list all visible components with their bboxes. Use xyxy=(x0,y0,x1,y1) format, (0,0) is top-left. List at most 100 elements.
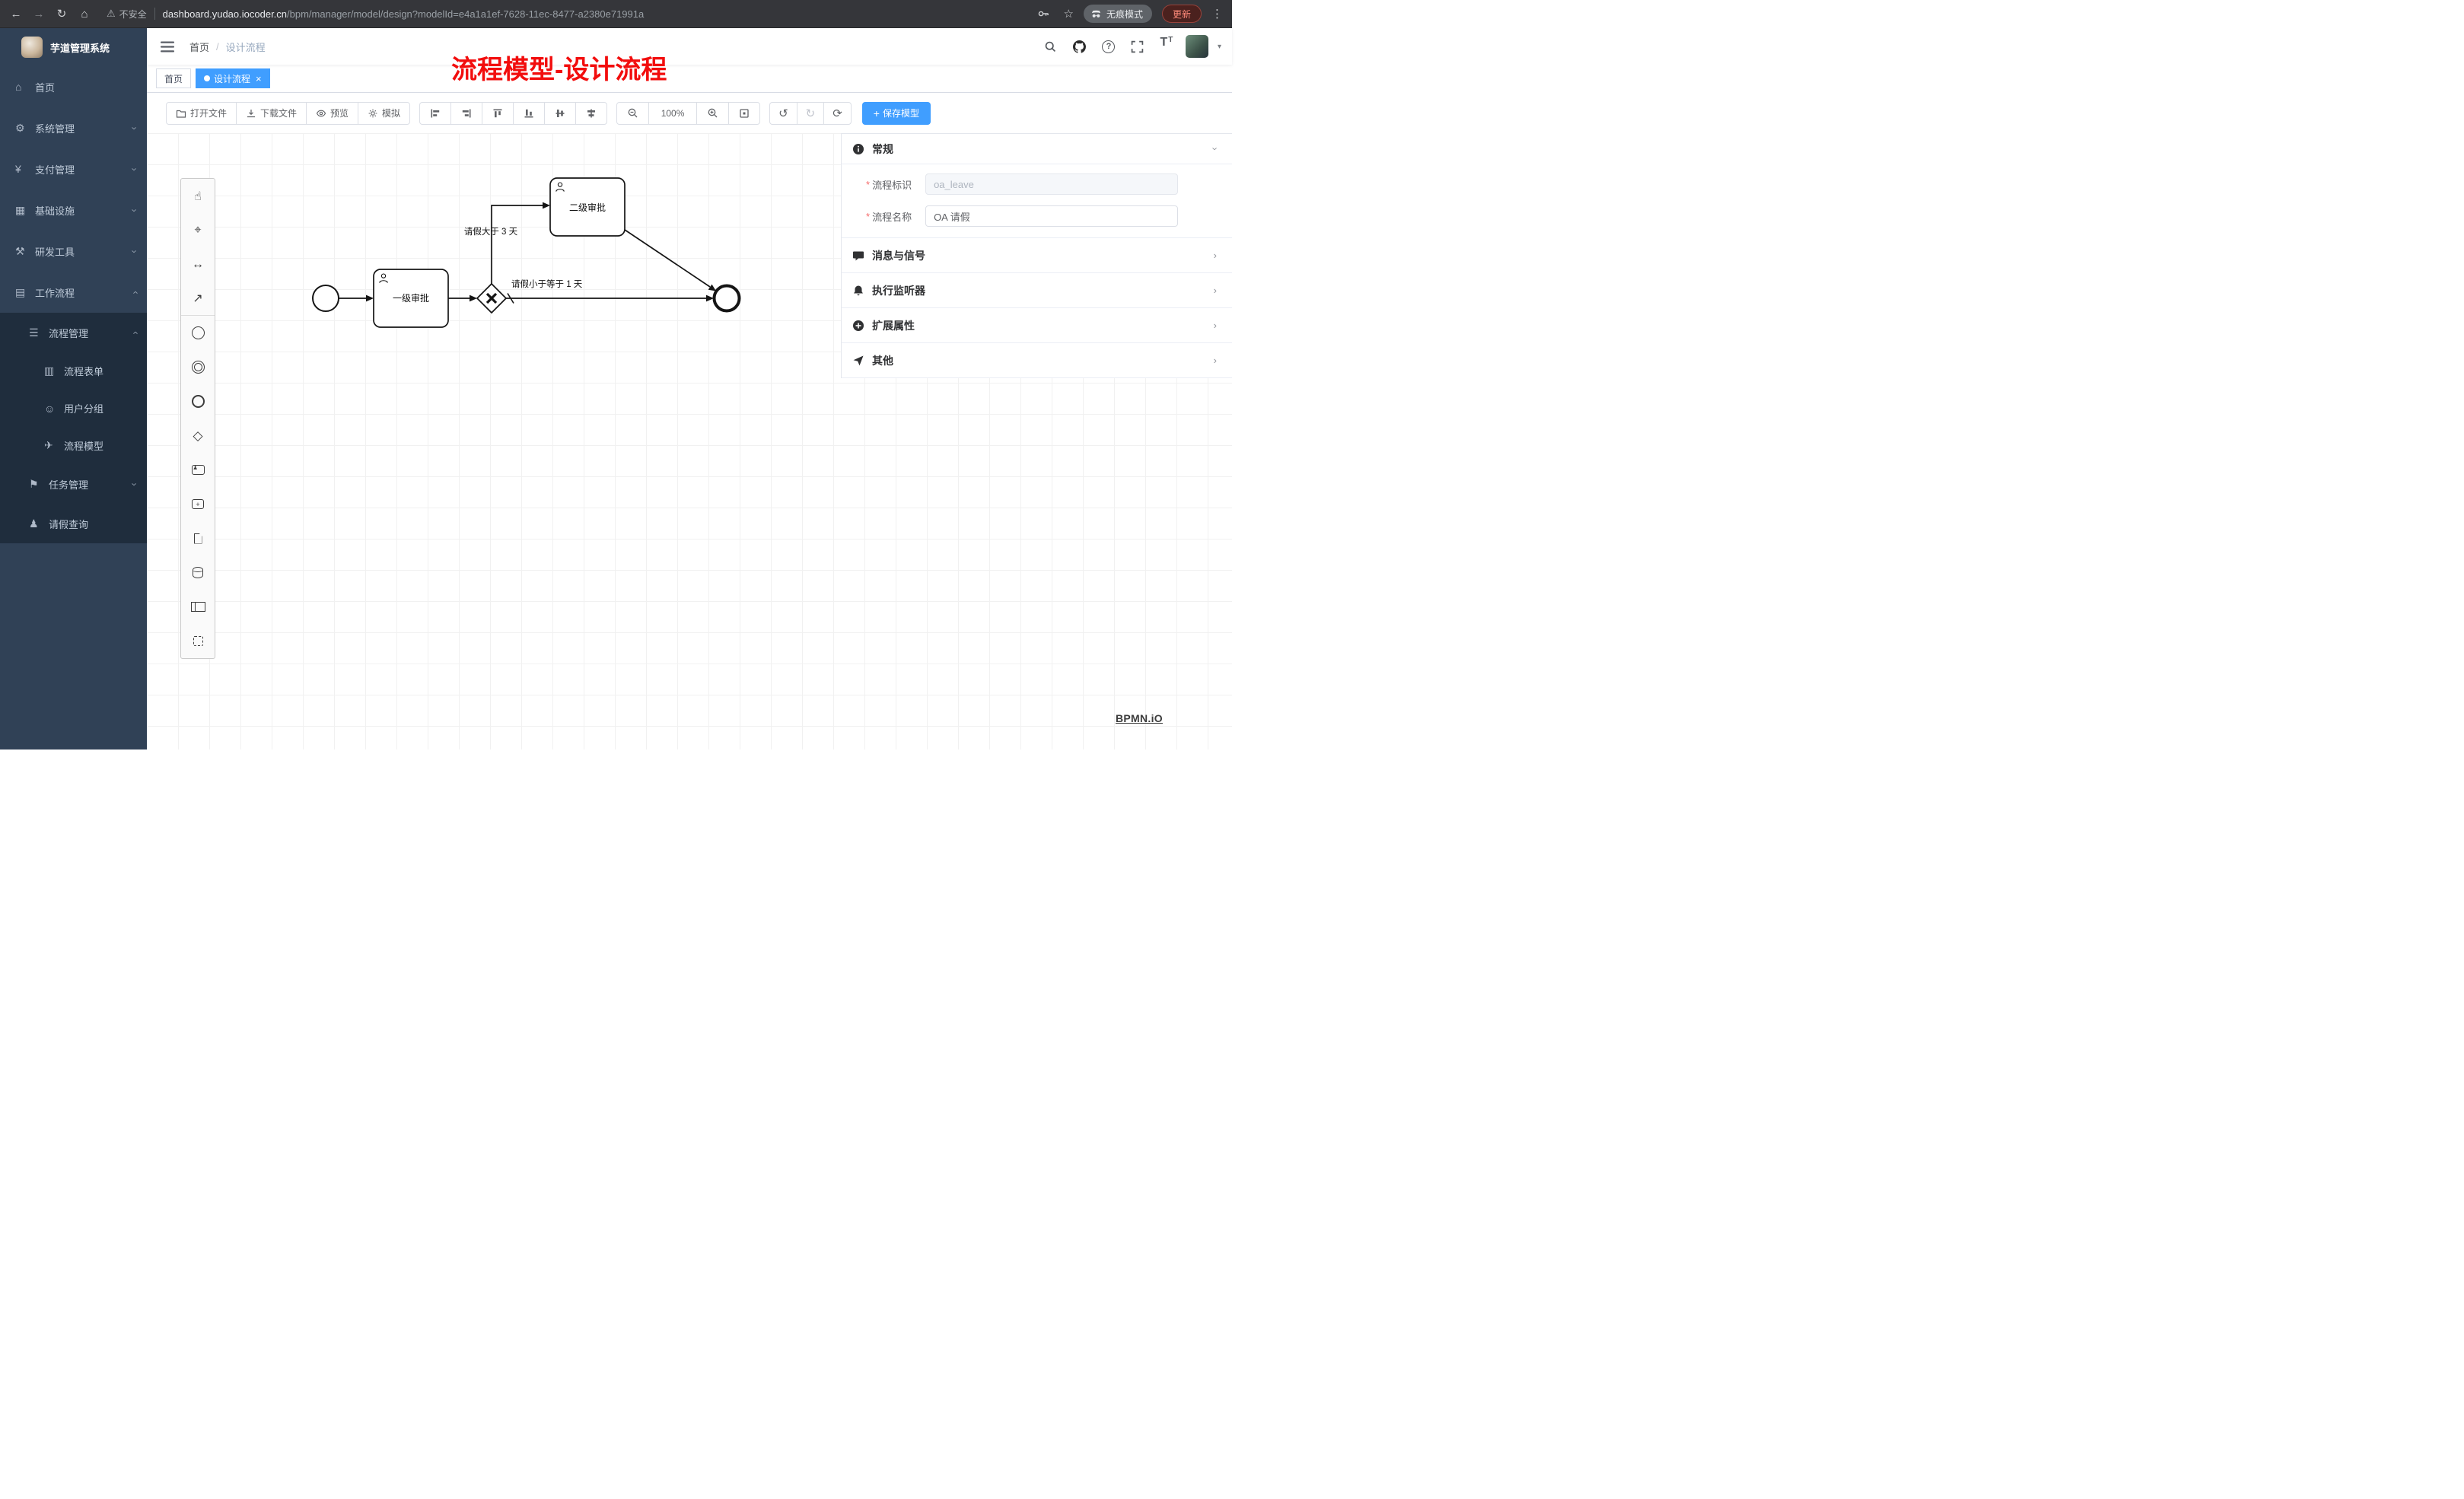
undo-button[interactable]: ↺ xyxy=(769,101,797,125)
section-execution-listener[interactable]: 执行监听器 › xyxy=(842,273,1232,308)
lasso-tool[interactable]: ⌖ xyxy=(194,223,202,237)
download-file-button[interactable]: 下载文件 xyxy=(236,101,307,125)
sidebar-item-process-model[interactable]: ✈ 流程模型 xyxy=(0,427,147,464)
sidebar-collapse-icon[interactable] xyxy=(161,41,176,53)
zoom-in-button[interactable] xyxy=(696,101,730,125)
fullscreen-icon[interactable] xyxy=(1128,37,1148,56)
sidebar-item-process-management[interactable]: ☰ 流程管理 › xyxy=(0,313,147,352)
site-security-badge[interactable]: ⚠ 不安全 xyxy=(107,8,147,21)
incognito-icon xyxy=(1091,10,1101,18)
sidebar-item-home[interactable]: ⌂ 首页 xyxy=(0,66,147,107)
create-data-store[interactable] xyxy=(181,555,215,590)
redo-button[interactable]: ↻ xyxy=(796,101,825,125)
save-model-button[interactable]: + 保存模型 xyxy=(861,101,931,125)
sequence-flow[interactable] xyxy=(624,229,711,288)
breadcrumb-current: 设计流程 xyxy=(225,41,266,53)
sidebar-item-label: 基础设施 xyxy=(35,205,75,217)
eye-icon xyxy=(316,110,326,116)
sidebar-item-task-management[interactable]: ⚑ 任务管理 › xyxy=(0,464,147,504)
tab-home[interactable]: 首页 xyxy=(156,68,192,88)
tab-design-process[interactable]: 设计流程 × xyxy=(196,68,270,88)
bpmn-io-watermark[interactable]: BPMN.iO xyxy=(1116,712,1163,724)
align-right-button[interactable] xyxy=(450,101,483,125)
subprocess-icon: + xyxy=(192,499,204,509)
align-center-button[interactable] xyxy=(575,101,608,125)
align-middle-button[interactable] xyxy=(544,101,577,125)
zoom-reset-button[interactable] xyxy=(728,101,761,125)
end-event[interactable] xyxy=(712,284,741,313)
sidebar-item-process-form[interactable]: ▥ 流程表单 xyxy=(0,352,147,390)
sidebar-item-label: 系统管理 xyxy=(35,123,75,135)
github-icon[interactable] xyxy=(1070,37,1090,56)
browser-update-button[interactable]: 更新 xyxy=(1161,5,1202,23)
sidebar-item-devtools[interactable]: ⚒ 研发工具 › xyxy=(0,231,147,272)
gateway-x-marker xyxy=(485,292,498,304)
chevron-down-icon: › xyxy=(129,249,141,253)
section-other[interactable]: 其他 › xyxy=(842,343,1232,378)
browser-reload-button[interactable]: ↻ xyxy=(56,8,67,21)
process-name-input[interactable] xyxy=(925,205,1179,227)
section-general[interactable]: 常规 › xyxy=(842,134,1232,164)
user-avatar[interactable] xyxy=(1185,35,1208,58)
sidebar-item-user-group[interactable]: ☺ 用户分组 xyxy=(0,390,147,427)
send-icon xyxy=(853,355,864,365)
sidebar-item-leave-query[interactable]: ♟ 请假查询 xyxy=(0,504,147,543)
plus-glyph: + xyxy=(196,501,200,508)
conditional-flow-gt[interactable] xyxy=(491,205,543,284)
create-group[interactable] xyxy=(181,624,215,658)
help-icon[interactable]: ? xyxy=(1099,37,1119,56)
security-label: 不安全 xyxy=(119,8,147,20)
create-data-object[interactable] xyxy=(181,521,215,555)
create-start-event[interactable] xyxy=(181,316,215,350)
open-file-button[interactable]: 打开文件 xyxy=(166,101,237,125)
section-extension-attributes[interactable]: 扩展属性 › xyxy=(842,308,1232,343)
bookmark-star-icon[interactable]: ☆ xyxy=(1063,8,1074,21)
create-gateway[interactable]: ◇ xyxy=(193,428,203,443)
person-icon: ♟ xyxy=(29,517,39,530)
create-end-event[interactable] xyxy=(181,384,215,419)
user-task-level1[interactable] xyxy=(373,269,449,328)
sidebar-item-payment[interactable]: ¥ 支付管理 › xyxy=(0,148,147,189)
zoom-out-icon xyxy=(628,108,638,118)
preview-button[interactable]: 预览 xyxy=(306,101,359,125)
search-icon[interactable] xyxy=(1041,37,1061,56)
section-message-signal[interactable]: 消息与信号 › xyxy=(842,238,1232,273)
browser-home-button[interactable]: ⌂ xyxy=(81,7,88,21)
align-left-icon xyxy=(431,109,440,117)
create-subprocess[interactable]: + xyxy=(181,487,215,521)
create-user-task[interactable]: ♟ xyxy=(181,453,215,487)
browser-menu-icon[interactable]: ⋮ xyxy=(1211,8,1223,21)
align-bottom-button[interactable] xyxy=(513,101,546,125)
align-left-button[interactable] xyxy=(419,101,452,125)
app-logo xyxy=(21,37,43,58)
user-task-level2[interactable] xyxy=(549,177,626,237)
browser-back-button[interactable]: ← xyxy=(10,7,22,21)
space-tool[interactable]: ↔ xyxy=(192,257,204,271)
breadcrumb-home[interactable]: 首页 xyxy=(189,41,210,53)
sidebar-item-label: 流程管理 xyxy=(49,327,89,339)
start-event[interactable] xyxy=(312,285,339,312)
zoom-out-button[interactable] xyxy=(616,101,650,125)
password-key-icon[interactable] xyxy=(1034,4,1054,24)
align-top-button[interactable] xyxy=(482,101,514,125)
address-bar[interactable]: dashboard.yudao.iocoder.cn/bpm/manager/m… xyxy=(163,8,645,20)
hand-tool[interactable]: ☝ xyxy=(194,189,202,203)
start-event-icon xyxy=(191,326,205,339)
sidebar-item-infrastructure[interactable]: ▦ 基础设施 › xyxy=(0,189,147,231)
close-icon[interactable]: × xyxy=(256,72,262,84)
sidebar-item-system[interactable]: ⚙ 系统管理 › xyxy=(0,107,147,148)
app-logo-row[interactable]: 芋道管理系统 xyxy=(0,28,147,66)
browser-forward-button[interactable]: → xyxy=(33,7,45,21)
sidebar-item-workflow[interactable]: ▤ 工作流程 › xyxy=(0,272,147,313)
font-size-icon[interactable]: T T xyxy=(1157,37,1176,56)
global-connect-tool[interactable]: ↗ xyxy=(181,282,215,316)
restart-button[interactable]: ⟳ xyxy=(823,101,852,125)
flag-icon: ⚑ xyxy=(29,477,39,490)
create-intermediate-event[interactable] xyxy=(181,350,215,384)
participant-icon xyxy=(190,602,205,612)
create-participant[interactable] xyxy=(181,590,215,624)
zoom-level-indicator[interactable]: 100% xyxy=(648,101,698,125)
sidebar-item-label: 用户分组 xyxy=(64,403,104,415)
avatar-caret-icon[interactable]: ▾ xyxy=(1217,42,1221,51)
simulate-button[interactable]: 模拟 xyxy=(358,101,411,125)
